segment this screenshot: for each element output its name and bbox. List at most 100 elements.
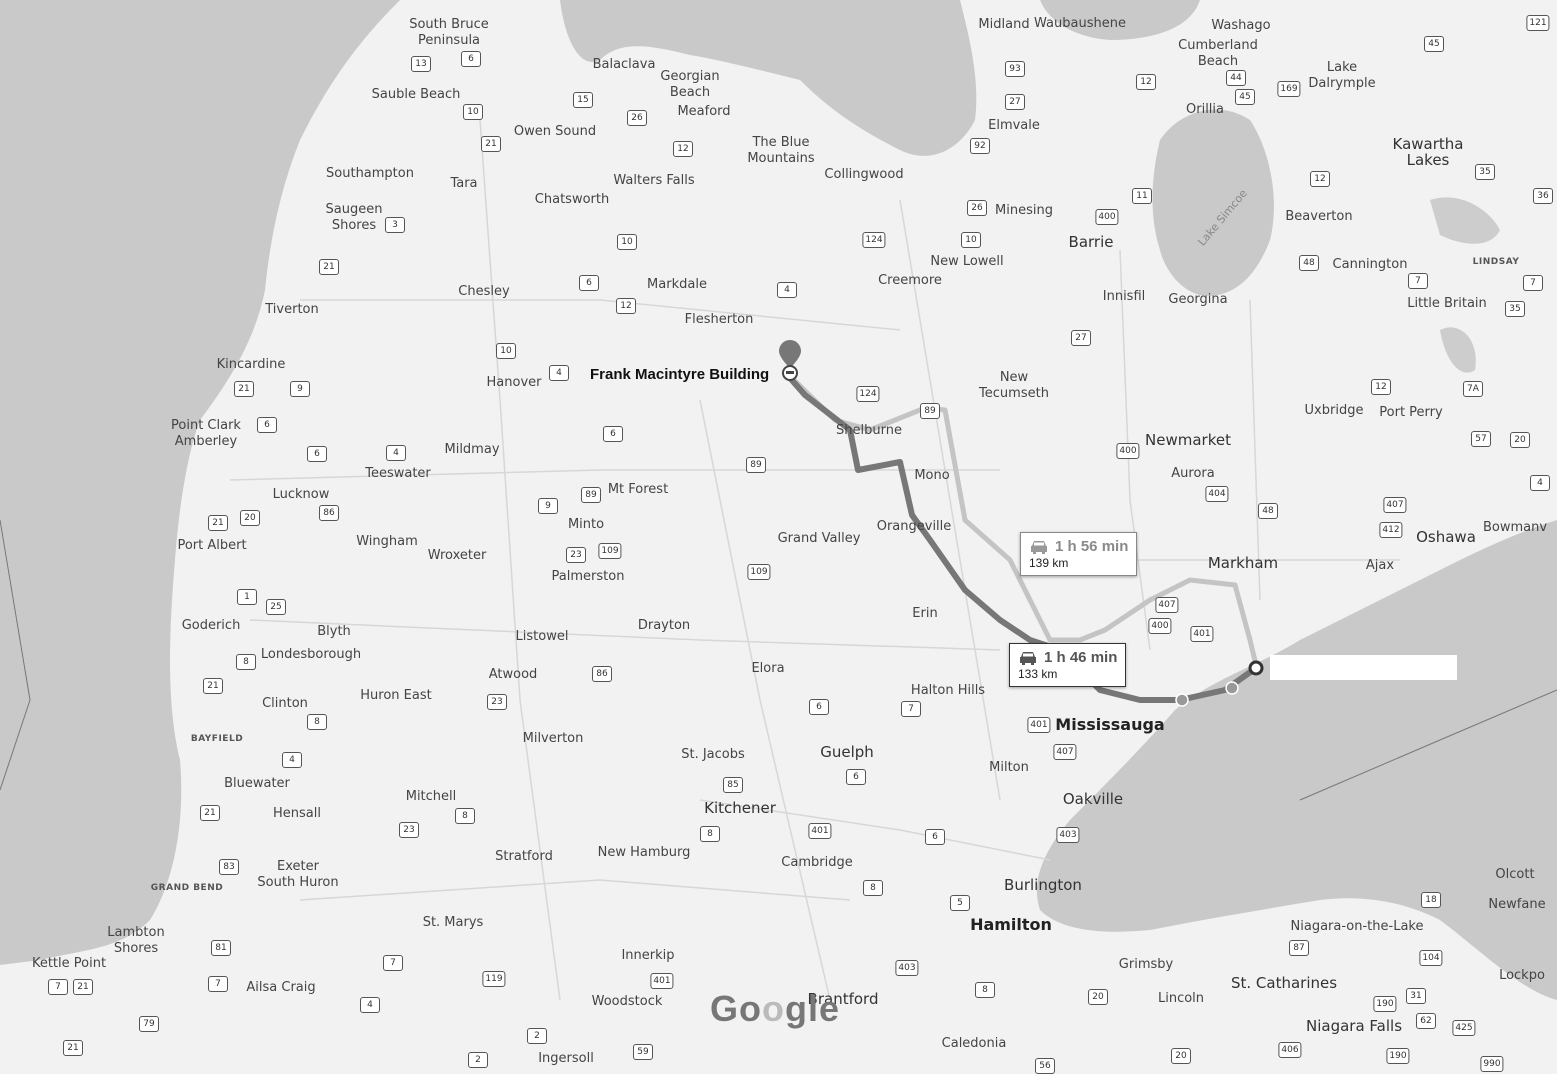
- place-label[interactable]: Mitchell: [405, 789, 457, 804]
- place-label[interactable]: Mississauga: [1055, 715, 1165, 734]
- place-label[interactable]: Kincardine: [216, 357, 286, 372]
- place-label[interactable]: Milton: [989, 760, 1029, 775]
- place-label[interactable]: Listowel: [515, 629, 569, 644]
- place-label[interactable]: Orillia: [1186, 102, 1224, 117]
- destination-label[interactable]: [1270, 655, 1457, 680]
- place-label[interactable]: Balaclava: [592, 57, 656, 72]
- place-label[interactable]: Flesherton: [684, 312, 754, 327]
- place-label[interactable]: Clinton: [262, 696, 308, 711]
- place-label[interactable]: Atwood: [488, 667, 538, 682]
- place-label[interactable]: Elmvale: [988, 118, 1040, 133]
- place-label[interactable]: St. Catharines: [1230, 974, 1338, 992]
- place-label[interactable]: Minesing: [995, 203, 1053, 218]
- place-label[interactable]: Lincoln: [1157, 991, 1205, 1006]
- place-label[interactable]: Oakville: [1062, 790, 1124, 808]
- place-label[interactable]: Wroxeter: [427, 548, 487, 563]
- place-label[interactable]: Kitchener: [704, 799, 776, 817]
- place-label[interactable]: Mildmay: [444, 442, 500, 457]
- place-label[interactable]: Guelph: [820, 743, 874, 761]
- place-label[interactable]: Erin: [912, 606, 938, 621]
- place-label[interactable]: BAYFIELD: [190, 734, 244, 744]
- place-label[interactable]: Innerkip: [621, 948, 675, 963]
- origin-label[interactable]: Frank Macintyre Building: [590, 366, 770, 383]
- place-label[interactable]: Caledonia: [941, 1036, 1007, 1051]
- place-label[interactable]: Ingersoll: [538, 1051, 594, 1066]
- place-label[interactable]: Palmerston: [551, 569, 625, 584]
- place-label[interactable]: Tara: [450, 176, 478, 191]
- place-label[interactable]: Bluewater: [224, 776, 290, 791]
- place-label[interactable]: Cambridge: [781, 855, 853, 870]
- place-label[interactable]: Owen Sound: [513, 124, 597, 139]
- place-label[interactable]: Woodstock: [591, 994, 663, 1009]
- place-label[interactable]: Olcott: [1495, 867, 1535, 882]
- place-label[interactable]: Barrie: [1068, 233, 1114, 251]
- place-label[interactable]: Mt Forest: [607, 482, 669, 497]
- place-label[interactable]: Port Perry: [1379, 405, 1443, 420]
- route-main-callout[interactable]: 1 h 46 min 133 km: [1009, 643, 1127, 687]
- place-label[interactable]: Grand Valley: [777, 531, 861, 546]
- place-label[interactable]: Newmarket: [1145, 431, 1231, 449]
- place-label[interactable]: Oshawa: [1416, 528, 1476, 546]
- place-label[interactable]: Mono: [914, 468, 950, 483]
- place-label[interactable]: Chatsworth: [534, 192, 610, 207]
- place-label[interactable]: Hanover: [486, 375, 542, 390]
- place-label[interactable]: Teeswater: [365, 466, 431, 481]
- place-label[interactable]: Meaford: [677, 104, 731, 119]
- place-label[interactable]: Waubaushene: [1034, 16, 1126, 31]
- place-label[interactable]: Chesley: [458, 284, 510, 299]
- place-label[interactable]: Hamilton: [970, 915, 1052, 934]
- place-label[interactable]: Kettle Point: [31, 956, 107, 971]
- place-label[interactable]: Bowmanv: [1482, 520, 1548, 535]
- place-label[interactable]: Lockpo: [1499, 968, 1545, 983]
- place-label[interactable]: GRAND BEND: [150, 883, 224, 893]
- place-label[interactable]: Little Britain: [1407, 296, 1487, 311]
- place-label[interactable]: St. Marys: [422, 915, 484, 930]
- place-label[interactable]: Uxbridge: [1304, 403, 1364, 418]
- place-label[interactable]: Walters Falls: [613, 173, 695, 188]
- place-label[interactable]: Burlington: [1004, 876, 1082, 894]
- place-label[interactable]: Elora: [751, 661, 785, 676]
- place-label[interactable]: New Lowell: [930, 254, 1004, 269]
- place-label[interactable]: Niagara-on-the-Lake: [1290, 919, 1424, 934]
- place-label[interactable]: Wingham: [356, 534, 418, 549]
- place-label[interactable]: Drayton: [637, 618, 691, 633]
- place-label[interactable]: Newfane: [1488, 897, 1546, 912]
- place-label[interactable]: Huron East: [360, 688, 432, 703]
- place-label[interactable]: Brantford: [807, 990, 879, 1008]
- place-label[interactable]: Grimsby: [1118, 957, 1174, 972]
- place-label[interactable]: Milverton: [522, 731, 584, 746]
- place-label[interactable]: Goderich: [181, 618, 241, 633]
- place-label[interactable]: Minto: [567, 517, 605, 532]
- place-label[interactable]: Cannington: [1332, 257, 1408, 272]
- place-label[interactable]: Southampton: [326, 166, 414, 181]
- place-label[interactable]: St. Jacobs: [681, 747, 745, 762]
- place-label[interactable]: Tiverton: [265, 302, 319, 317]
- place-label[interactable]: Lucknow: [272, 487, 330, 502]
- place-label[interactable]: Blyth: [317, 624, 351, 639]
- place-label[interactable]: LINDSAY: [1472, 257, 1520, 267]
- place-label[interactable]: Collingwood: [824, 167, 904, 182]
- place-label[interactable]: Beaverton: [1285, 209, 1353, 224]
- place-label[interactable]: Niagara Falls: [1305, 1017, 1403, 1035]
- place-label[interactable]: Ajax: [1365, 558, 1395, 573]
- place-label[interactable]: Aurora: [1171, 466, 1215, 481]
- place-label[interactable]: Creemore: [878, 273, 942, 288]
- place-label[interactable]: Shelburne: [836, 423, 902, 438]
- place-label[interactable]: Innisfil: [1102, 289, 1146, 304]
- place-label[interactable]: Midland: [978, 17, 1030, 32]
- place-label[interactable]: Port Albert: [177, 538, 247, 553]
- place-label[interactable]: Georgina: [1168, 292, 1228, 307]
- place-label[interactable]: Stratford: [495, 849, 553, 864]
- place-label[interactable]: Halton Hills: [910, 683, 986, 698]
